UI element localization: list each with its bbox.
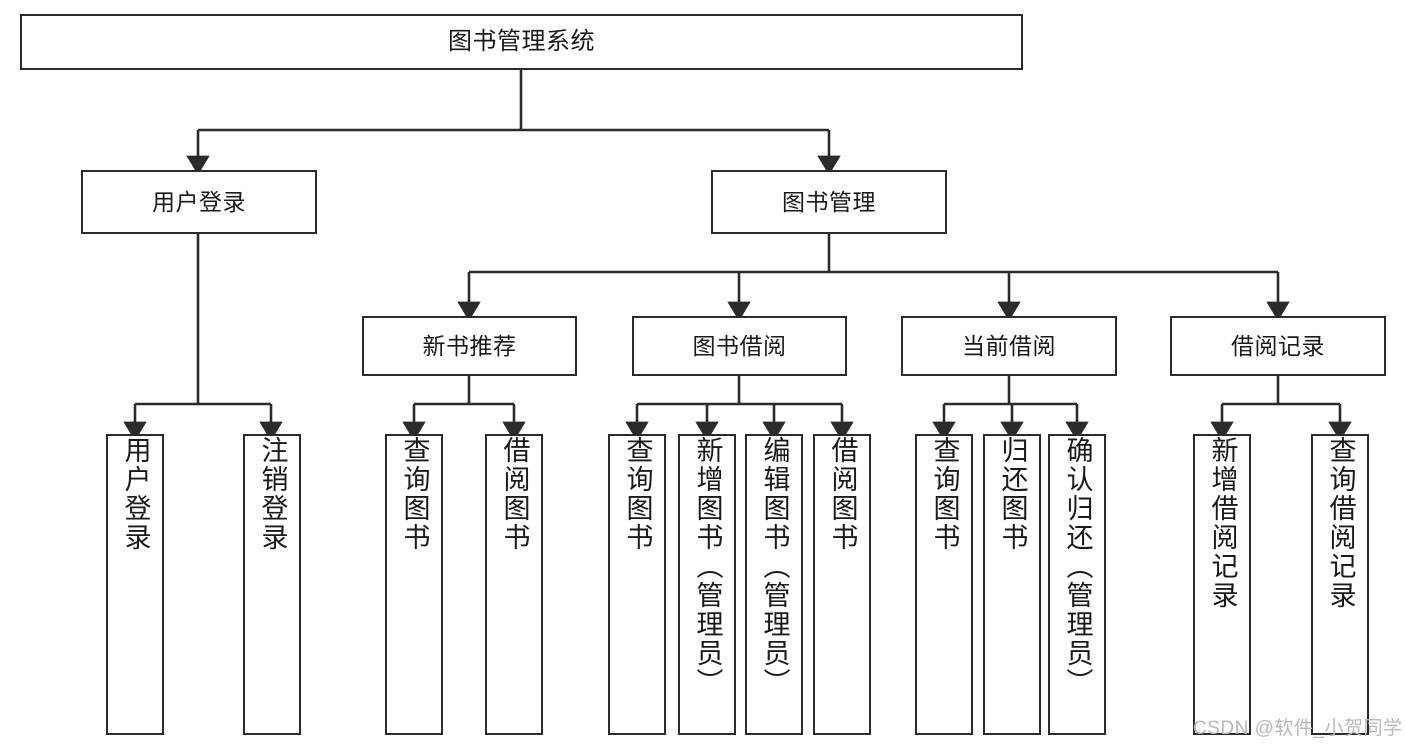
leaf-query-book-recommend[interactable]: 查询图书	[385, 434, 443, 735]
node-label: 当前借阅	[962, 332, 1056, 359]
node-label: 归还图书	[997, 436, 1028, 552]
leaf-borrow-book-recommend[interactable]: 借阅图书	[485, 434, 543, 735]
leaf-edit-book[interactable]: 编辑图书（管理员）	[745, 434, 803, 735]
node-label: 查询图书	[929, 436, 960, 552]
node-label: 查询图书	[399, 436, 430, 552]
node-user-login[interactable]: 用户登录	[81, 170, 317, 234]
node-root-system[interactable]: 图书管理系统	[20, 14, 1023, 70]
watermark-text: CSDN @软件_小贺同学	[1193, 718, 1403, 739]
node-label: 新书推荐	[422, 332, 517, 359]
node-new-book-recommend[interactable]: 新书推荐	[362, 316, 577, 376]
node-label: 查询借阅记录	[1325, 436, 1356, 610]
node-borrow-record[interactable]: 借阅记录	[1170, 316, 1386, 376]
leaf-add-borrow-record[interactable]: 新增借阅记录	[1193, 434, 1251, 735]
leaf-borrow-book[interactable]: 借阅图书	[813, 434, 871, 735]
node-label: 用户登录	[120, 436, 151, 552]
node-label: 借阅图书	[499, 436, 530, 552]
leaf-query-book-current[interactable]: 查询图书	[915, 434, 973, 735]
node-label: 新增借阅记录	[1207, 436, 1238, 610]
node-label: 借阅图书	[827, 436, 858, 552]
node-label: 新增图书（管理员）	[692, 436, 723, 697]
leaf-user-login[interactable]: 用户登录	[106, 434, 164, 735]
node-current-borrow[interactable]: 当前借阅	[901, 316, 1117, 376]
node-book-borrow[interactable]: 图书借阅	[632, 316, 847, 376]
node-label: 查询图书	[622, 436, 653, 552]
node-label: 编辑图书（管理员）	[759, 436, 790, 697]
leaf-query-book-borrow[interactable]: 查询图书	[608, 434, 666, 735]
node-label: 确认归还（管理员）	[1062, 436, 1093, 697]
node-label: 图书管理系统	[448, 28, 595, 56]
node-label: 注销登录	[257, 436, 288, 552]
leaf-confirm-return[interactable]: 确认归还（管理员）	[1048, 434, 1106, 735]
leaf-logout[interactable]: 注销登录	[243, 434, 301, 735]
node-label: 借阅记录	[1231, 332, 1325, 359]
leaf-return-book[interactable]: 归还图书	[983, 434, 1041, 735]
leaf-add-book[interactable]: 新增图书（管理员）	[678, 434, 736, 735]
node-label: 图书借阅	[692, 332, 787, 359]
node-label: 图书管理	[782, 188, 876, 215]
node-label: 用户登录	[152, 188, 246, 215]
leaf-query-borrow-record[interactable]: 查询借阅记录	[1311, 434, 1369, 735]
node-book-manage[interactable]: 图书管理	[711, 170, 947, 234]
